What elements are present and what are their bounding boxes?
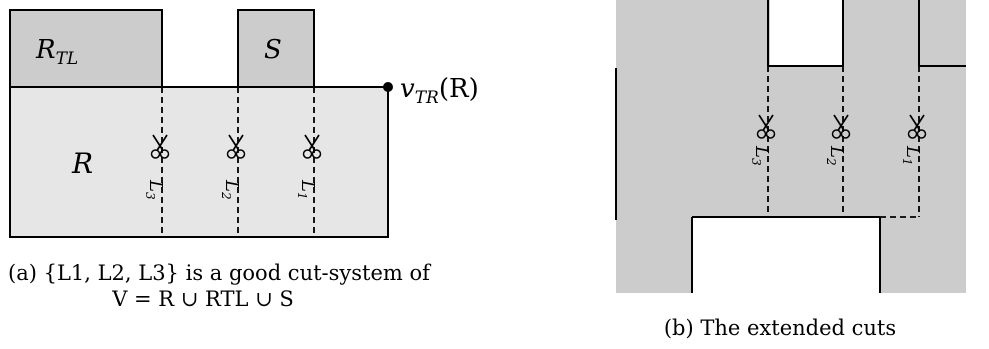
vertex-tr-dot [383, 82, 393, 92]
region-b-top-gap [770, 0, 843, 66]
region-b-bottom-gap [692, 217, 880, 293]
label-s: S [264, 35, 282, 65]
panel-a: RTL S R vTR(R) L3 L2 L1 (a) {L1, L2, L3}… [8, 9, 479, 311]
caption-a-line1: (a) {L1, L2, L3} is a good cut-system of [8, 261, 432, 285]
cut-label-l3: L3 [143, 179, 166, 200]
caption-a-line2: V = R ∪ RTL ∪ S [111, 287, 294, 311]
caption-b: (b) The extended cuts [664, 316, 896, 340]
cut-label-b-l3: L3 [749, 145, 772, 166]
cut-label-b-l2: L2 [824, 145, 847, 166]
cut-label-l1: L1 [295, 179, 318, 200]
cut-label-l2: L2 [219, 179, 242, 200]
region-s [237, 9, 315, 88]
label-r: R [71, 147, 93, 180]
label-vertex-tr: vTR(R) [400, 74, 479, 108]
panel-b: L3 L2 L1 (b) The extended cuts [615, 0, 966, 340]
label-rtl: RTL [35, 35, 78, 69]
region-rtl [9, 9, 163, 88]
region-r [9, 86, 389, 238]
cut-label-b-l1: L1 [900, 145, 923, 166]
